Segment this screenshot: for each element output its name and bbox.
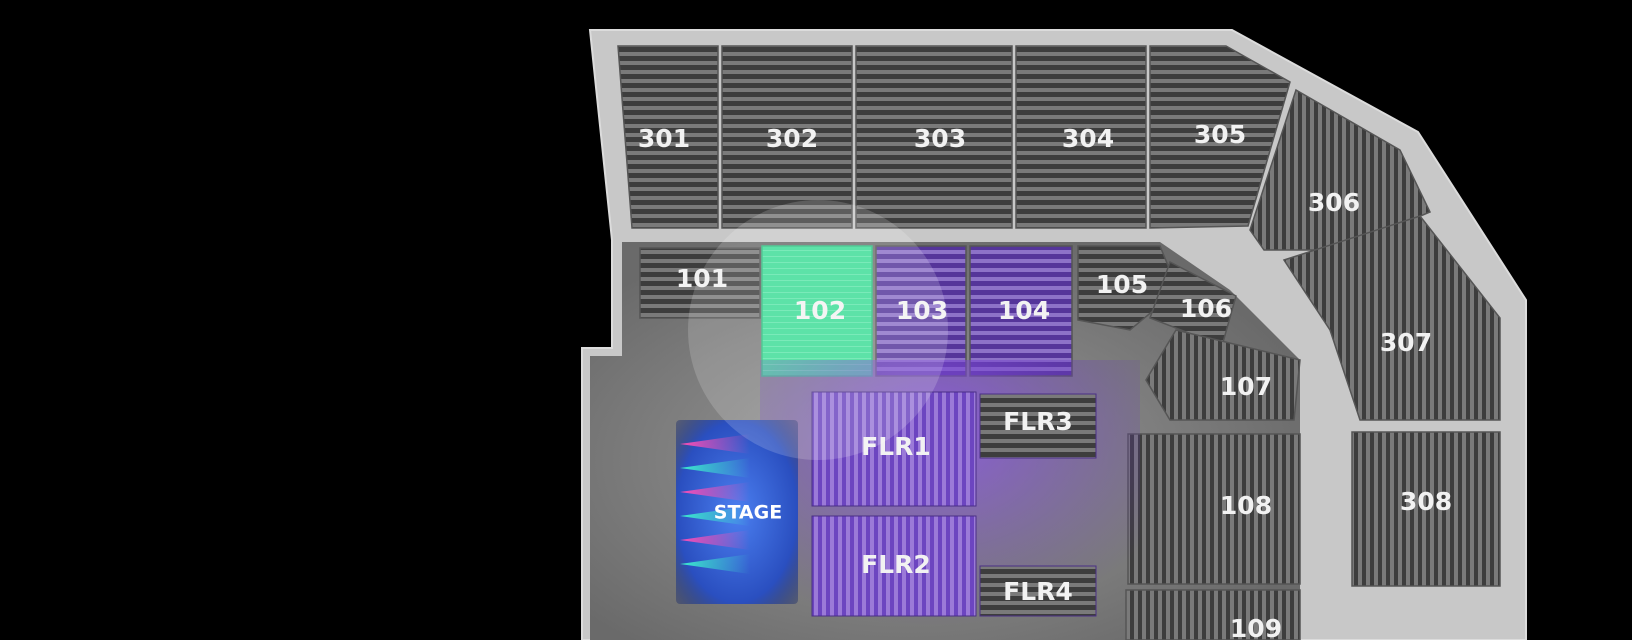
- section-flr1[interactable]: FLR1: [811, 391, 977, 507]
- section-flr4-shape: [979, 565, 1097, 617]
- section-label: 302: [766, 124, 818, 153]
- section-307-shape: [1282, 215, 1501, 421]
- section-304-shape: [1015, 45, 1147, 229]
- section-flr1-shape: [811, 391, 977, 507]
- section-label: 304: [1062, 124, 1114, 153]
- section-label: 301: [638, 124, 690, 153]
- section-307[interactable]: 307: [1282, 215, 1501, 421]
- stage-light-beam: [680, 434, 750, 454]
- stage: STAGE: [676, 420, 798, 604]
- section-flr3-shape: [979, 393, 1097, 459]
- section-101-shape: [639, 247, 761, 319]
- section-label: 108: [1220, 491, 1272, 520]
- section-label: 107: [1220, 372, 1272, 401]
- stage-light-beam: [680, 506, 750, 526]
- section-label: FLR1: [861, 432, 931, 461]
- section-107[interactable]: 107: [1145, 329, 1301, 421]
- section-109[interactable]: 109: [1125, 589, 1301, 640]
- section-301-shape: [617, 45, 719, 229]
- section-102[interactable]: 102: [761, 245, 873, 377]
- section-flr3[interactable]: FLR3: [979, 393, 1097, 459]
- section-104[interactable]: 104: [969, 245, 1073, 377]
- section-label: 109: [1230, 614, 1282, 640]
- section-305-shape: [1149, 45, 1291, 229]
- stage-light-beam: [680, 458, 750, 478]
- section-label: FLR2: [861, 550, 931, 579]
- section-flr4[interactable]: FLR4: [979, 565, 1097, 617]
- section-308-shape: [1351, 431, 1501, 587]
- section-label: FLR4: [1003, 577, 1073, 606]
- section-flr2[interactable]: FLR2: [811, 515, 977, 617]
- section-flr2-shape: [811, 515, 977, 617]
- stage-light-beam: [680, 482, 750, 502]
- section-label: 101: [676, 264, 728, 293]
- section-label: 102: [794, 296, 846, 325]
- selection-highlight: [688, 200, 948, 460]
- section-label: 308: [1400, 487, 1452, 516]
- stage-light-beam: [680, 554, 750, 574]
- section-301[interactable]: 301: [617, 45, 719, 229]
- section-label: 303: [914, 124, 966, 153]
- section-label: 307: [1380, 328, 1432, 357]
- section-label: 104: [998, 296, 1050, 325]
- section-108-shape: [1127, 433, 1301, 585]
- section-103[interactable]: 103: [875, 245, 967, 377]
- section-106[interactable]: 106: [1149, 260, 1237, 347]
- section-101[interactable]: 101: [639, 247, 761, 319]
- section-308[interactable]: 308: [1351, 431, 1501, 587]
- section-304[interactable]: 304: [1015, 45, 1147, 229]
- section-306[interactable]: 306: [1249, 88, 1432, 251]
- section-302-shape: [721, 45, 853, 229]
- stage-label: STAGE: [714, 502, 782, 524]
- stage-light-beam: [680, 530, 750, 550]
- section-label: 105: [1096, 270, 1148, 299]
- section-305[interactable]: 305: [1149, 45, 1291, 229]
- section-label: FLR3: [1003, 407, 1073, 436]
- section-label: 106: [1180, 294, 1232, 323]
- section-303-shape: [855, 45, 1013, 229]
- section-107-shape: [1145, 329, 1301, 421]
- section-label: 103: [896, 296, 948, 325]
- section-303[interactable]: 303: [855, 45, 1013, 229]
- section-302[interactable]: 302: [721, 45, 853, 229]
- section-label: 305: [1194, 120, 1246, 149]
- section-label: 306: [1308, 188, 1360, 217]
- section-108[interactable]: 108: [1127, 433, 1301, 585]
